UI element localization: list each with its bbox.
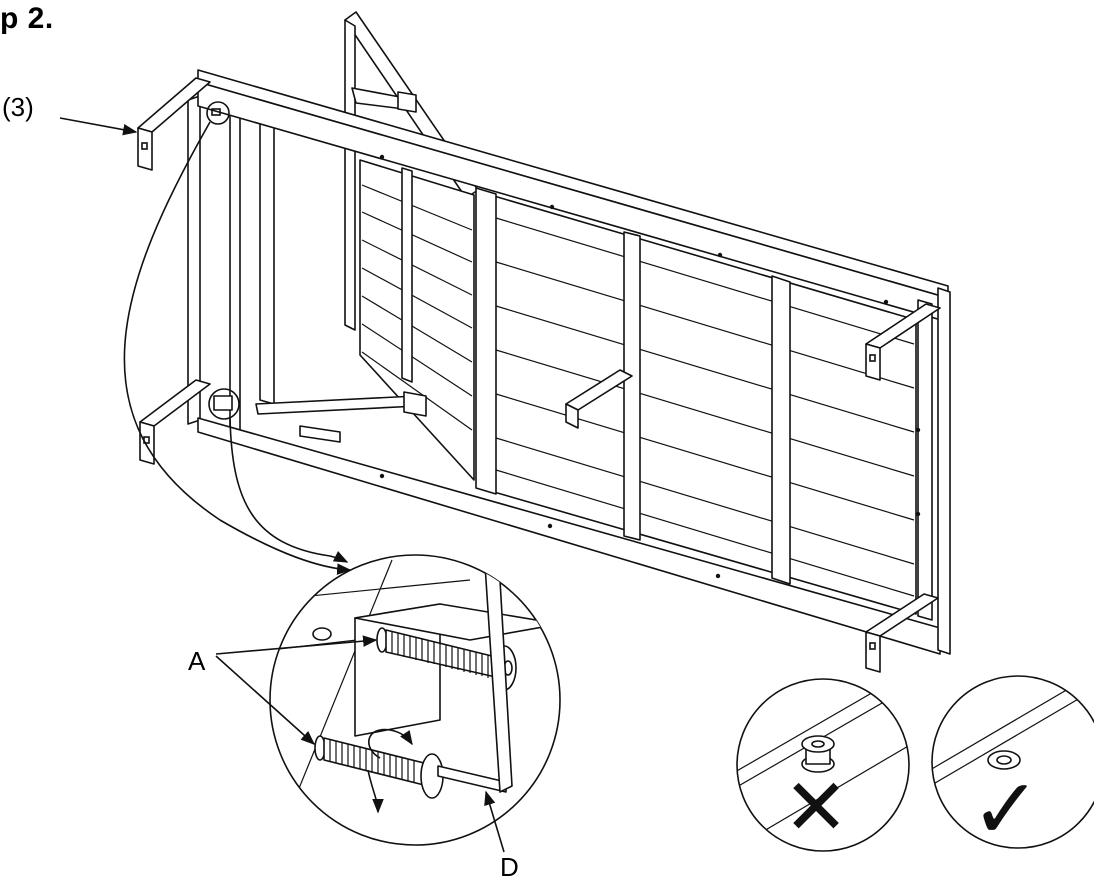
bolt-thread-lower bbox=[329, 740, 415, 783]
callout-circle-bottom bbox=[208, 388, 240, 420]
hardware-a-label: A bbox=[188, 646, 206, 676]
leg-stub-bottom-right bbox=[865, 593, 939, 673]
right-mark: ✓ bbox=[971, 760, 1041, 858]
correct-install-circle: ✓ bbox=[931, 675, 1094, 858]
detail-circle bbox=[269, 554, 561, 846]
leader-line-bottom bbox=[229, 417, 349, 563]
bench-frame bbox=[187, 69, 951, 655]
leader-d bbox=[484, 790, 505, 853]
leader-a-lower bbox=[215, 655, 316, 745]
leader-line-top bbox=[123, 121, 352, 575]
wrong-mark: ✕ bbox=[783, 763, 848, 853]
step-title: p 2. bbox=[0, 2, 54, 35]
callout-circle-top bbox=[206, 101, 230, 125]
part-quantity-label: (3) bbox=[2, 92, 34, 122]
leader-quantity bbox=[59, 117, 138, 136]
bolt-thread-upper bbox=[391, 632, 489, 678]
leg-stub-top-right bbox=[865, 303, 941, 381]
leader-a-upper bbox=[215, 635, 378, 655]
incorrect-install-circle: ✕ bbox=[736, 678, 910, 853]
leg-stub-top-left bbox=[137, 77, 211, 171]
hardware-d-label: D bbox=[500, 852, 519, 882]
folding-brace bbox=[255, 391, 427, 443]
leg-stub-bottom-left bbox=[139, 379, 211, 465]
